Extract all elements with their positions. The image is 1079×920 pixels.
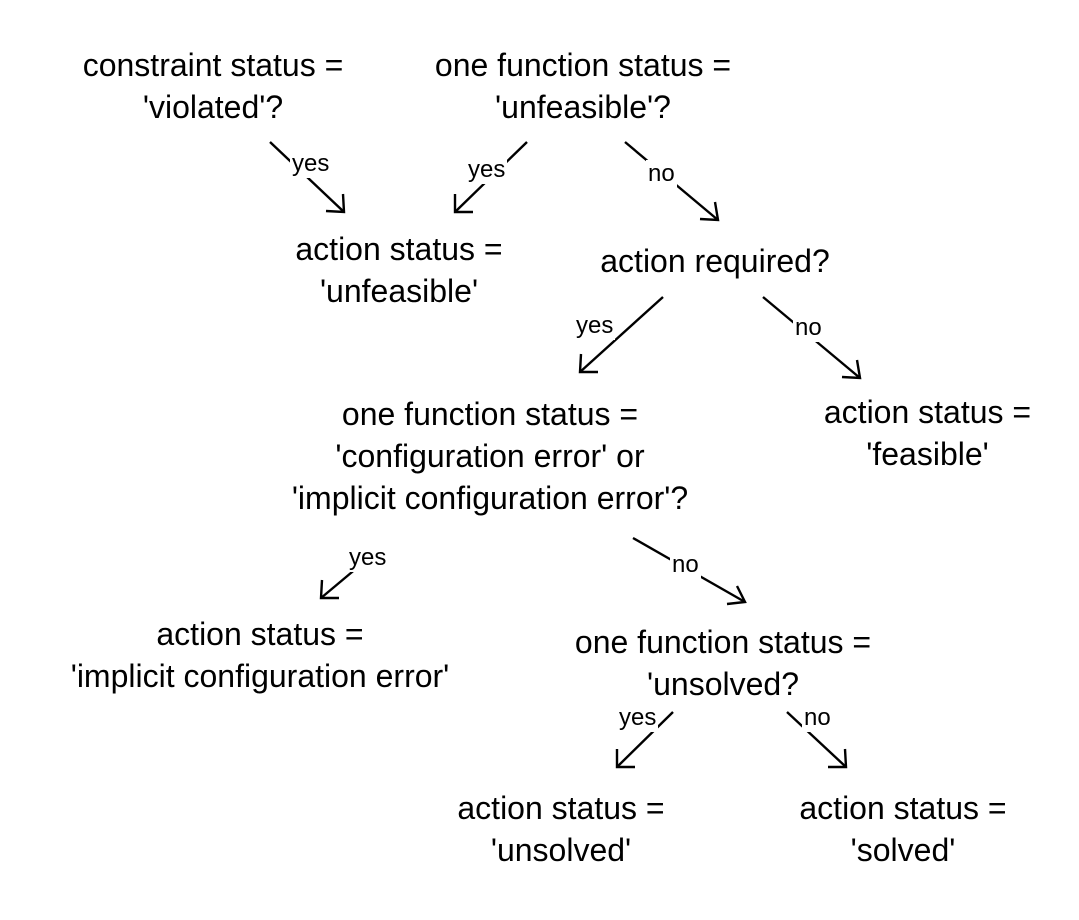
node-line: 'configuration error' or bbox=[335, 438, 645, 474]
node-action-unsolved: action status = 'unsolved' bbox=[430, 787, 692, 871]
arrow-required-yes bbox=[578, 296, 664, 374]
edge-label-config-yes: yes bbox=[347, 544, 389, 572]
node-line: 'implicit configuration error'? bbox=[291, 480, 689, 516]
node-line: 'feasible' bbox=[866, 436, 989, 472]
node-line: 'unsolved' bbox=[490, 832, 632, 868]
edge-label-unsolved-no: no bbox=[802, 704, 833, 732]
node-line: action required? bbox=[600, 243, 830, 279]
node-line: 'unfeasible'? bbox=[495, 89, 671, 125]
arrow-unsolved-no bbox=[786, 711, 848, 769]
node-line: action status = bbox=[156, 616, 364, 652]
node-line: action status = bbox=[799, 790, 1007, 826]
edge-label-required-no: no bbox=[793, 314, 824, 342]
node-action-unfeasible: action status = 'unfeasible' bbox=[268, 228, 530, 312]
edge-label-constraint-yes: yes bbox=[290, 150, 332, 178]
node-line: 'implicit configuration error' bbox=[70, 658, 450, 694]
node-action-implicit-configuration-error: action status = 'implicit configuration … bbox=[30, 613, 490, 697]
edge-label-function-yes: yes bbox=[466, 156, 508, 184]
node-action-solved: action status = 'solved' bbox=[772, 787, 1034, 871]
node-line: action status = bbox=[457, 790, 665, 826]
node-line: 'solved' bbox=[850, 832, 956, 868]
node-line: 'unfeasible' bbox=[319, 273, 479, 309]
node-line: action status = bbox=[823, 394, 1032, 430]
node-line: 'violated'? bbox=[142, 89, 284, 125]
node-configuration-error-check: one function status = 'configuration err… bbox=[250, 393, 730, 519]
node-line: 'unsolved? bbox=[647, 666, 799, 702]
edge-label-function-no: no bbox=[646, 160, 677, 188]
arrow-unsolved-yes bbox=[615, 711, 674, 769]
node-action-required: action required? bbox=[565, 240, 865, 282]
node-line: action status = bbox=[295, 231, 503, 267]
node-line: constraint status = bbox=[82, 47, 344, 83]
edge-label-required-yes: yes bbox=[574, 312, 616, 340]
node-unsolved-check: one function status = 'unsolved? bbox=[550, 621, 896, 705]
edge-label-unsolved-yes: yes bbox=[617, 704, 659, 732]
node-function-unfeasible: one function status = 'unfeasible'? bbox=[403, 44, 763, 128]
node-line: one function status = bbox=[341, 396, 639, 432]
edge-label-config-no: no bbox=[670, 551, 701, 579]
node-action-feasible: action status = 'feasible' bbox=[800, 391, 1055, 475]
node-line: one function status = bbox=[574, 624, 872, 660]
node-constraint-violated: constraint status = 'violated'? bbox=[61, 44, 365, 128]
node-line: one function status = bbox=[434, 47, 732, 83]
